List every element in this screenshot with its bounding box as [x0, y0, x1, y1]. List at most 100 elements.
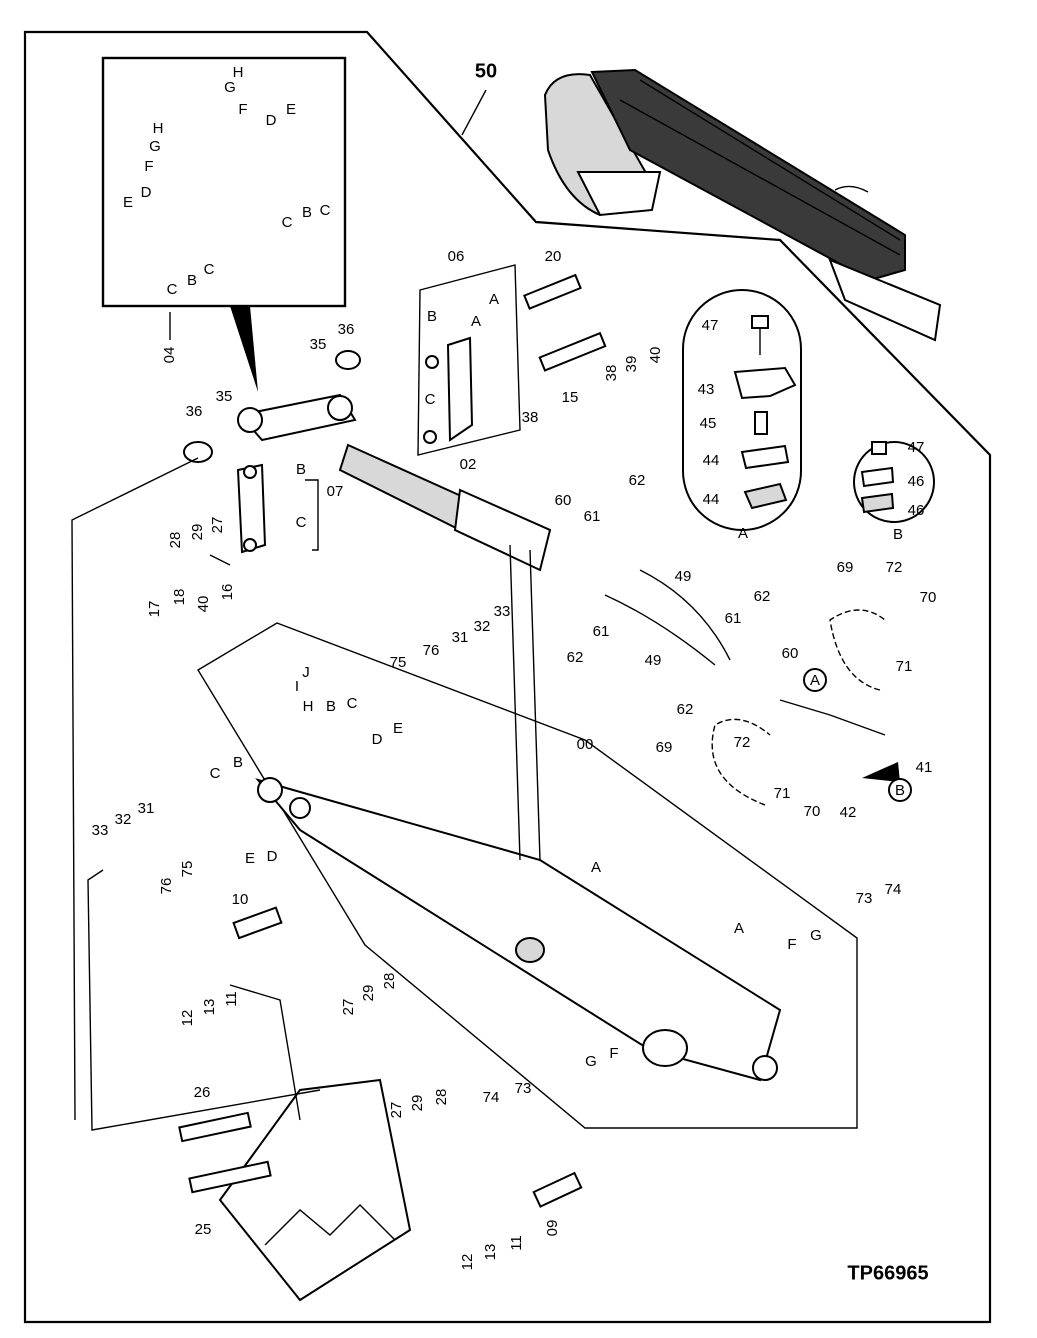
- inset-pointer: [230, 306, 258, 392]
- part-number-44: 44: [703, 491, 720, 508]
- part-number-36: 36: [186, 403, 203, 420]
- part-number-02: 02: [460, 456, 477, 473]
- callout-letter-c: C: [320, 202, 331, 219]
- callout-letter-c: C: [282, 214, 293, 231]
- part-number-43: 43: [698, 381, 715, 398]
- link-assembly: [423, 336, 474, 444]
- leader-line: [461, 89, 487, 136]
- part-number-28: 28: [433, 1089, 450, 1106]
- hose-69-lower: [711, 718, 771, 806]
- part-number-71: 71: [774, 785, 791, 802]
- callout-letter-f: F: [609, 1045, 618, 1062]
- callout-letter-d: D: [266, 112, 277, 129]
- part-number-28: 28: [381, 973, 398, 990]
- circled-callout-b: B: [895, 782, 905, 799]
- part-number-12: 12: [459, 1254, 476, 1271]
- pin-15: [538, 331, 607, 372]
- part-number-76: 76: [423, 642, 440, 659]
- side-link-assembly: [183, 350, 361, 463]
- callout-letter-c: C: [210, 765, 221, 782]
- part-number-35: 35: [310, 336, 327, 353]
- bucket-cylinder: [338, 443, 552, 572]
- part-number-42: 42: [840, 804, 857, 821]
- part-number-46: 46: [908, 502, 925, 519]
- part-number-47: 47: [702, 317, 719, 334]
- part-number-61: 61: [593, 623, 610, 640]
- callout-letter-h: H: [153, 120, 164, 137]
- part-number-60: 60: [555, 492, 572, 509]
- part-number-09: 09: [544, 1220, 561, 1237]
- part-number-32: 32: [474, 618, 491, 635]
- part-number-74: 74: [483, 1089, 500, 1106]
- callout-letter-e: E: [245, 850, 255, 867]
- callout-letter-c: C: [204, 261, 215, 278]
- callout-letter-d: D: [141, 184, 152, 201]
- callout-letter-d: D: [372, 731, 383, 748]
- part-number-20: 20: [545, 248, 562, 265]
- part-number-39: 39: [623, 356, 640, 373]
- detail-a-label: A: [738, 525, 748, 542]
- assembly-number: 50: [475, 60, 497, 82]
- outer-frame: [23, 30, 992, 1324]
- part-number-28: 28: [167, 532, 184, 549]
- callout-letter-i: I: [295, 678, 299, 695]
- part-number-47: 47: [908, 439, 925, 456]
- part-number-27: 27: [340, 999, 357, 1016]
- detail-b-label: B: [893, 526, 903, 543]
- pin-09: [532, 1171, 583, 1208]
- leader-line: [229, 984, 301, 1121]
- circled-callout-a: A: [810, 672, 820, 689]
- pin-25: [188, 1160, 272, 1194]
- link-group-outline: [417, 264, 521, 456]
- part-number-18: 18: [171, 589, 188, 606]
- callout-letter-f: F: [787, 936, 796, 953]
- leader-line: [509, 544, 521, 861]
- callout-letter-e: E: [393, 720, 403, 737]
- part-number-29: 29: [189, 524, 206, 541]
- inset-box: [101, 56, 347, 308]
- part-number-69: 69: [656, 739, 673, 756]
- part-number-45: 45: [700, 415, 717, 432]
- part-number-40: 40: [647, 347, 664, 364]
- part-number-49: 49: [645, 652, 662, 669]
- part-number-13: 13: [201, 999, 218, 1016]
- part-number-27: 27: [388, 1102, 405, 1119]
- part-number-44: 44: [703, 452, 720, 469]
- circled-callout-b-ring: [888, 778, 912, 802]
- callout-letter-c: C: [425, 391, 436, 408]
- part-number-31: 31: [138, 800, 155, 817]
- part-number-71: 71: [896, 658, 913, 675]
- part-number-35: 35: [216, 388, 233, 405]
- excavator-illustration: [543, 68, 942, 342]
- part-number-74: 74: [885, 881, 902, 898]
- part-number-40: 40: [195, 596, 212, 613]
- callout-letter-f: F: [144, 158, 153, 175]
- part-number-06: 06: [448, 248, 465, 265]
- pin-20: [523, 273, 582, 310]
- callout-letter-b: B: [187, 272, 197, 289]
- pin-10: [232, 906, 283, 940]
- callout-letter-g: G: [810, 927, 822, 944]
- part-number-11: 11: [223, 991, 240, 1007]
- part-number-75: 75: [179, 861, 196, 878]
- pipe-41: [779, 699, 886, 736]
- hose-49-upper: [639, 569, 731, 661]
- leader-line: [529, 549, 541, 861]
- link-pair-07: [236, 463, 267, 554]
- leader-line: [71, 457, 199, 1121]
- circled-callout-a-ring: [803, 668, 827, 692]
- callout-letter-c: C: [347, 695, 358, 712]
- callout-letter-d: D: [267, 848, 278, 865]
- callout-letter-b: B: [326, 698, 336, 715]
- part-number-31: 31: [452, 629, 469, 646]
- callout-letter-a: A: [734, 920, 744, 937]
- part-number-41: 41: [916, 759, 933, 776]
- part-number-60: 60: [782, 645, 799, 662]
- pin-26: [178, 1111, 252, 1143]
- part-number-12: 12: [179, 1010, 196, 1027]
- callout-letter-a: A: [471, 313, 481, 330]
- hose-69-upper: [829, 609, 886, 691]
- part-number-70: 70: [804, 803, 821, 820]
- part-number-33: 33: [92, 822, 109, 839]
- callout-letter-a: A: [489, 291, 499, 308]
